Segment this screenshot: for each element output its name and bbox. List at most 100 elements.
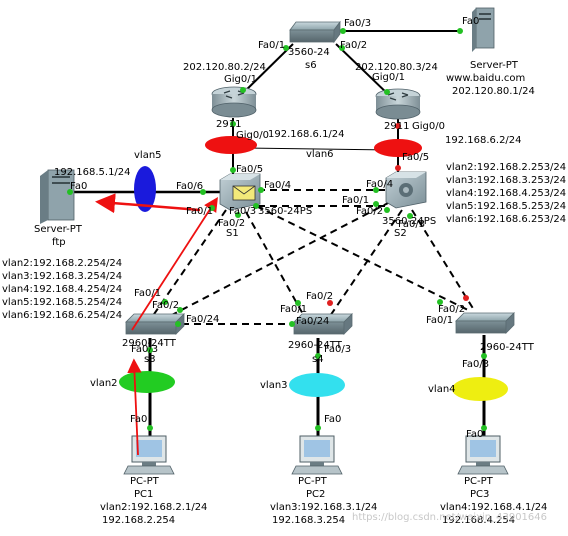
- switch-s4[interactable]: [293, 313, 353, 335]
- port-dot: [481, 353, 487, 359]
- ip-label: 192.168.5.1/24: [54, 167, 131, 178]
- gateway-label: 192.168.2.254: [102, 515, 175, 526]
- pc3-icon[interactable]: [457, 435, 509, 475]
- multilayer-switch-s1[interactable]: [219, 173, 261, 211]
- port-dot: [395, 123, 401, 129]
- link-rleft-rright[interactable]: [243, 147, 393, 151]
- link-s2-s3[interactable]: [165, 201, 391, 319]
- link-s2-s4[interactable]: [329, 209, 403, 317]
- port-label: Fa0/2: [152, 300, 179, 311]
- port-status-dots: [67, 28, 487, 431]
- device-name-label: s4: [312, 354, 324, 365]
- port-label: Fa0: [462, 16, 479, 27]
- svi-entry: vlan2:192.168.2.254/24: [2, 258, 122, 269]
- port-dot: [230, 167, 236, 173]
- port-label: Fa0: [70, 181, 87, 192]
- port-label: Fa0/1: [426, 315, 453, 326]
- svi-entry: vlan6:192.168.6.254/24: [2, 310, 122, 321]
- ip-label: vlan3:192.168.3.1/24: [270, 502, 377, 513]
- envelope-icon: [232, 185, 256, 201]
- ip-label: vlan4:192.168.4.1/24: [440, 502, 547, 513]
- router-left[interactable]: [211, 86, 257, 118]
- device-model-label: 2960-24TT: [480, 342, 535, 353]
- port-dot: [373, 187, 379, 193]
- device-model-label: 2960-24TT: [122, 338, 177, 349]
- port-dot: [162, 299, 168, 305]
- port-dot: [384, 89, 390, 95]
- vlan-label: vlan2: [90, 378, 118, 389]
- port-dot: [200, 189, 206, 195]
- link-s1-s4[interactable]: [245, 211, 305, 317]
- device-name-label: PC3: [470, 489, 489, 500]
- switch-s6[interactable]: [289, 20, 341, 44]
- port-label: Fa0: [130, 414, 147, 425]
- port-label: Fa0/3: [462, 359, 489, 370]
- port-label: Fa0/1: [280, 304, 307, 315]
- device-name-label: PC1: [134, 489, 153, 500]
- port-label: Fa0/2: [356, 206, 383, 217]
- port-label: Fa0/3: [398, 219, 425, 230]
- link-s6-rright[interactable]: [335, 43, 393, 99]
- port-dot: [315, 353, 321, 359]
- device-type-label: PC-PT: [464, 476, 494, 487]
- vlan6-oval-left: [205, 136, 257, 154]
- svi-entry: vlan4:192.168.4.254/24: [2, 284, 122, 295]
- flow-arrow-s3-to-s1: [131, 196, 218, 331]
- port-dot: [147, 347, 153, 353]
- device-name-label: 2911: [384, 121, 409, 132]
- svi-entry: vlan4:192.168.4.253/24: [446, 188, 566, 199]
- vlan-ovals-layer: [119, 136, 508, 401]
- port-label: Fa0/2: [340, 40, 367, 51]
- device-type-label: Server-PT: [470, 60, 519, 71]
- port-label: Fa0/2: [438, 304, 465, 315]
- port-dot: [481, 425, 487, 431]
- watermark-text: https://blog.csdn.net/weixin_43901646: [352, 512, 547, 523]
- vlan2-oval: [119, 371, 175, 393]
- port-label: Fa0/3: [131, 344, 158, 355]
- device-type-label: Server-PT: [34, 224, 83, 235]
- port-label: Fa0/3: [344, 18, 371, 29]
- labels-layer: Fa0/3 Fa0 Fa0/1 Fa0/2 3560-24 s6 Server-…: [2, 16, 566, 526]
- port-label: Fa0/6: [176, 181, 203, 192]
- port-label: Fa0/24: [186, 314, 219, 325]
- device-type-label: PC-PT: [298, 476, 328, 487]
- port-dot: [240, 87, 246, 93]
- pc1-icon[interactable]: [123, 435, 175, 475]
- gateway-label: 192.168.4.254: [442, 515, 515, 526]
- port-label: Gig0/1: [372, 72, 405, 83]
- port-label: Fa0/24: [296, 316, 329, 327]
- pc2-icon[interactable]: [291, 435, 343, 475]
- svi-entry: vlan2:192.168.2.253/24: [446, 162, 566, 173]
- port-dot: [373, 201, 379, 207]
- flow-arrow-pc1-to-s3: [127, 358, 142, 456]
- device-name-label: www.baidu.com: [446, 73, 525, 84]
- server-ftp-icon[interactable]: [40, 169, 75, 224]
- ip-label: 192.168.6.2/24: [445, 135, 522, 146]
- svi-entry: vlan5:192.168.5.254/24: [2, 297, 122, 308]
- port-dot: [67, 189, 73, 195]
- multilayer-switch-s2[interactable]: [385, 171, 427, 209]
- port-label: Fa0/1: [186, 206, 213, 217]
- link-s1-s5[interactable]: [255, 205, 469, 311]
- switch-s5[interactable]: [455, 312, 515, 334]
- device-name-label: S1: [226, 228, 239, 239]
- port-label: Fa0/4: [366, 179, 393, 190]
- port-label: Gig0/0: [236, 130, 269, 141]
- port-dot: [395, 165, 401, 171]
- port-dot: [457, 28, 463, 34]
- device-name-label: S2: [394, 228, 407, 239]
- vlan-label: vlan3: [260, 380, 288, 391]
- port-label: Fa0/3: [324, 344, 351, 355]
- flow-arrows-layer: [95, 193, 218, 456]
- server-baidu-icon[interactable]: [472, 7, 495, 52]
- ip-label: 202.120.80.1/24: [452, 86, 535, 97]
- port-dot: [295, 300, 301, 306]
- port-dot: [327, 300, 333, 306]
- device-model-label: 3560-24PS: [258, 206, 312, 217]
- device-name-label: 2911: [216, 119, 241, 130]
- router-right[interactable]: [375, 88, 421, 120]
- svi-entry: vlan6:192.168.6.253/24: [446, 214, 566, 225]
- port-label: Fa0/5: [236, 164, 263, 175]
- link-s2-s5[interactable]: [411, 209, 475, 311]
